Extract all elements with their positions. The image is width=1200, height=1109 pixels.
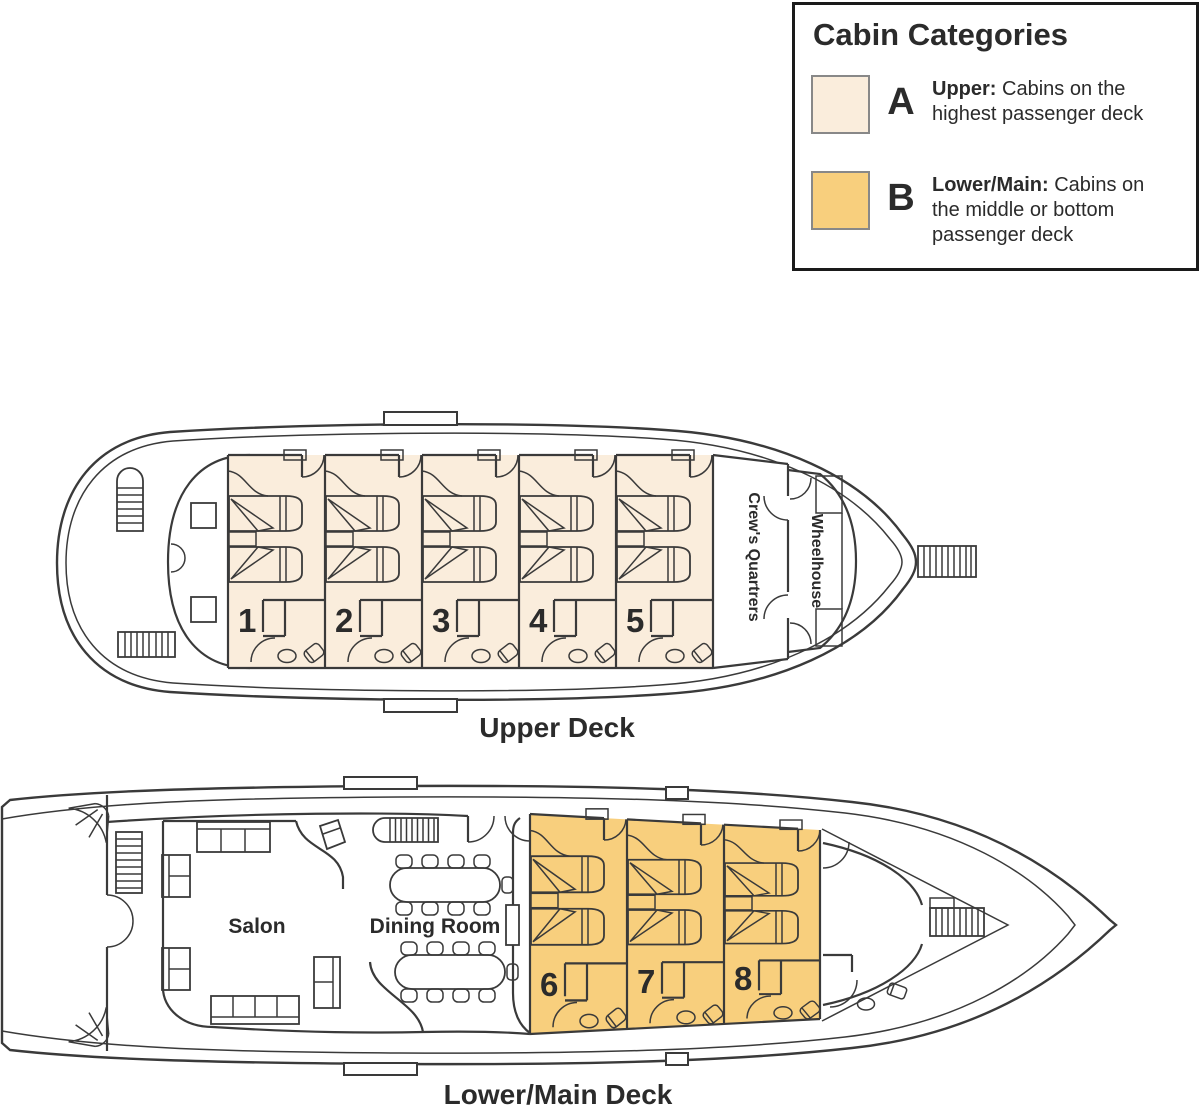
legend-item-upper: A Upper: Cabins on the highest passenger…	[811, 75, 1154, 134]
sofa	[196, 821, 271, 853]
speaker-icon	[318, 818, 347, 851]
stairs-icon-dining	[372, 817, 439, 843]
cabin-number: 3	[432, 602, 450, 639]
cabin-number: 2	[335, 602, 353, 639]
upper-hull	[55, 411, 918, 713]
category-letter-b: B	[887, 177, 915, 219]
crew-quarters-room: Crew's Quartrers	[712, 453, 790, 670]
dining-table	[389, 867, 501, 903]
cabin-2: 2	[323, 448, 424, 666]
cabin-8: 8	[722, 818, 823, 1022]
cabin-4: 4	[517, 448, 618, 666]
gangway-pad-bottom	[343, 1062, 418, 1076]
cabin-number: 1	[238, 602, 256, 639]
category-b-description: Lower/Main: Cabins on the middle or bott…	[932, 173, 1154, 248]
table-square-top	[190, 502, 217, 529]
cabin-7: 7	[625, 813, 726, 1027]
stairs-icon-upper-aft	[116, 467, 144, 532]
upper-cabin-block: 1 2 3 4 5	[226, 448, 715, 670]
cabin-3: 3	[420, 448, 521, 666]
salon-label: Salon	[228, 915, 285, 938]
door-arc	[170, 543, 186, 573]
swatch-a	[811, 75, 870, 134]
stairs-icon-vestibule	[115, 831, 143, 894]
salon-room: Salon	[161, 818, 347, 1025]
gangway-pad-top	[383, 411, 458, 426]
dining-table	[394, 954, 506, 990]
category-b-desc-text: Cabins on the middle or bottom passenger…	[932, 174, 1145, 246]
table-square-bottom	[190, 596, 217, 623]
upper-deck-plan: 1 2 3 4 5 Crew's Quartrers Wheelhouse Up…	[55, 411, 977, 743]
swatch-b	[811, 171, 870, 230]
toilet	[856, 997, 876, 1011]
cabin-5: 5	[614, 448, 715, 666]
stairs-icon-upper-bow	[917, 545, 977, 578]
legend-item-lower: B Lower/Main: Cabins on the middle or bo…	[811, 171, 1154, 248]
lower-hull	[0, 776, 1118, 1076]
cabin-number: 7	[637, 963, 655, 1000]
console	[815, 475, 843, 514]
gangway-pad-top	[343, 776, 418, 790]
sink	[886, 982, 908, 1000]
hull-notch-top	[665, 786, 689, 800]
lower-deck-plan: Salon Dining Room	[0, 776, 1118, 1109]
wheelhouse-room: Wheelhouse	[787, 468, 858, 654]
cabin-1: 1	[226, 448, 327, 666]
stairs-icon-upper-side	[117, 631, 176, 658]
stairs-icon-fan-bottom	[68, 1007, 110, 1048]
category-a-description: Upper: Cabins on the highest passenger d…	[932, 77, 1154, 127]
legend-box: Cabin Categories A Upper: Cabins on the …	[792, 2, 1199, 271]
stairs-icon-bow	[929, 897, 985, 937]
cabin-number: 6	[540, 966, 558, 1003]
wheelhouse-label: Wheelhouse	[808, 514, 825, 608]
dining-chairs	[400, 941, 519, 1003]
bow-deck-line	[821, 828, 1010, 1022]
gangway-pad-bottom	[383, 698, 458, 713]
lower-deck-label: Lower/Main Deck	[444, 1079, 673, 1109]
category-a-desc-text: Cabins on the highest passenger deck	[932, 78, 1144, 125]
interior-walls	[106, 812, 531, 1036]
cabin-number: 8	[734, 960, 752, 997]
dining-room: Dining Room	[370, 817, 519, 1003]
dining-chairs	[395, 854, 514, 916]
category-letter-a: A	[887, 81, 915, 123]
bow-compartment	[822, 841, 985, 1011]
door-arc	[822, 841, 858, 1008]
lower-cabin-block: 6 7 8	[528, 807, 823, 1036]
hull-notch-bottom	[665, 1052, 689, 1066]
dining-room-label: Dining Room	[370, 915, 501, 938]
category-b-term: Lower/Main:	[932, 174, 1049, 196]
sideboard	[505, 904, 520, 946]
console	[815, 608, 843, 647]
upper-deck-label: Upper Deck	[479, 712, 635, 743]
crew-quarters-label: Crew's Quartrers	[745, 492, 762, 621]
cabin-6: 6	[528, 807, 629, 1031]
cabin-number: 4	[529, 602, 548, 639]
cabin-number: 5	[626, 602, 644, 639]
category-a-term: Upper:	[932, 78, 997, 100]
door-arc	[467, 815, 531, 843]
stairs-icon-fan-top	[68, 802, 110, 843]
legend-title: Cabin Categories	[813, 17, 1068, 52]
door-arc	[106, 894, 134, 948]
